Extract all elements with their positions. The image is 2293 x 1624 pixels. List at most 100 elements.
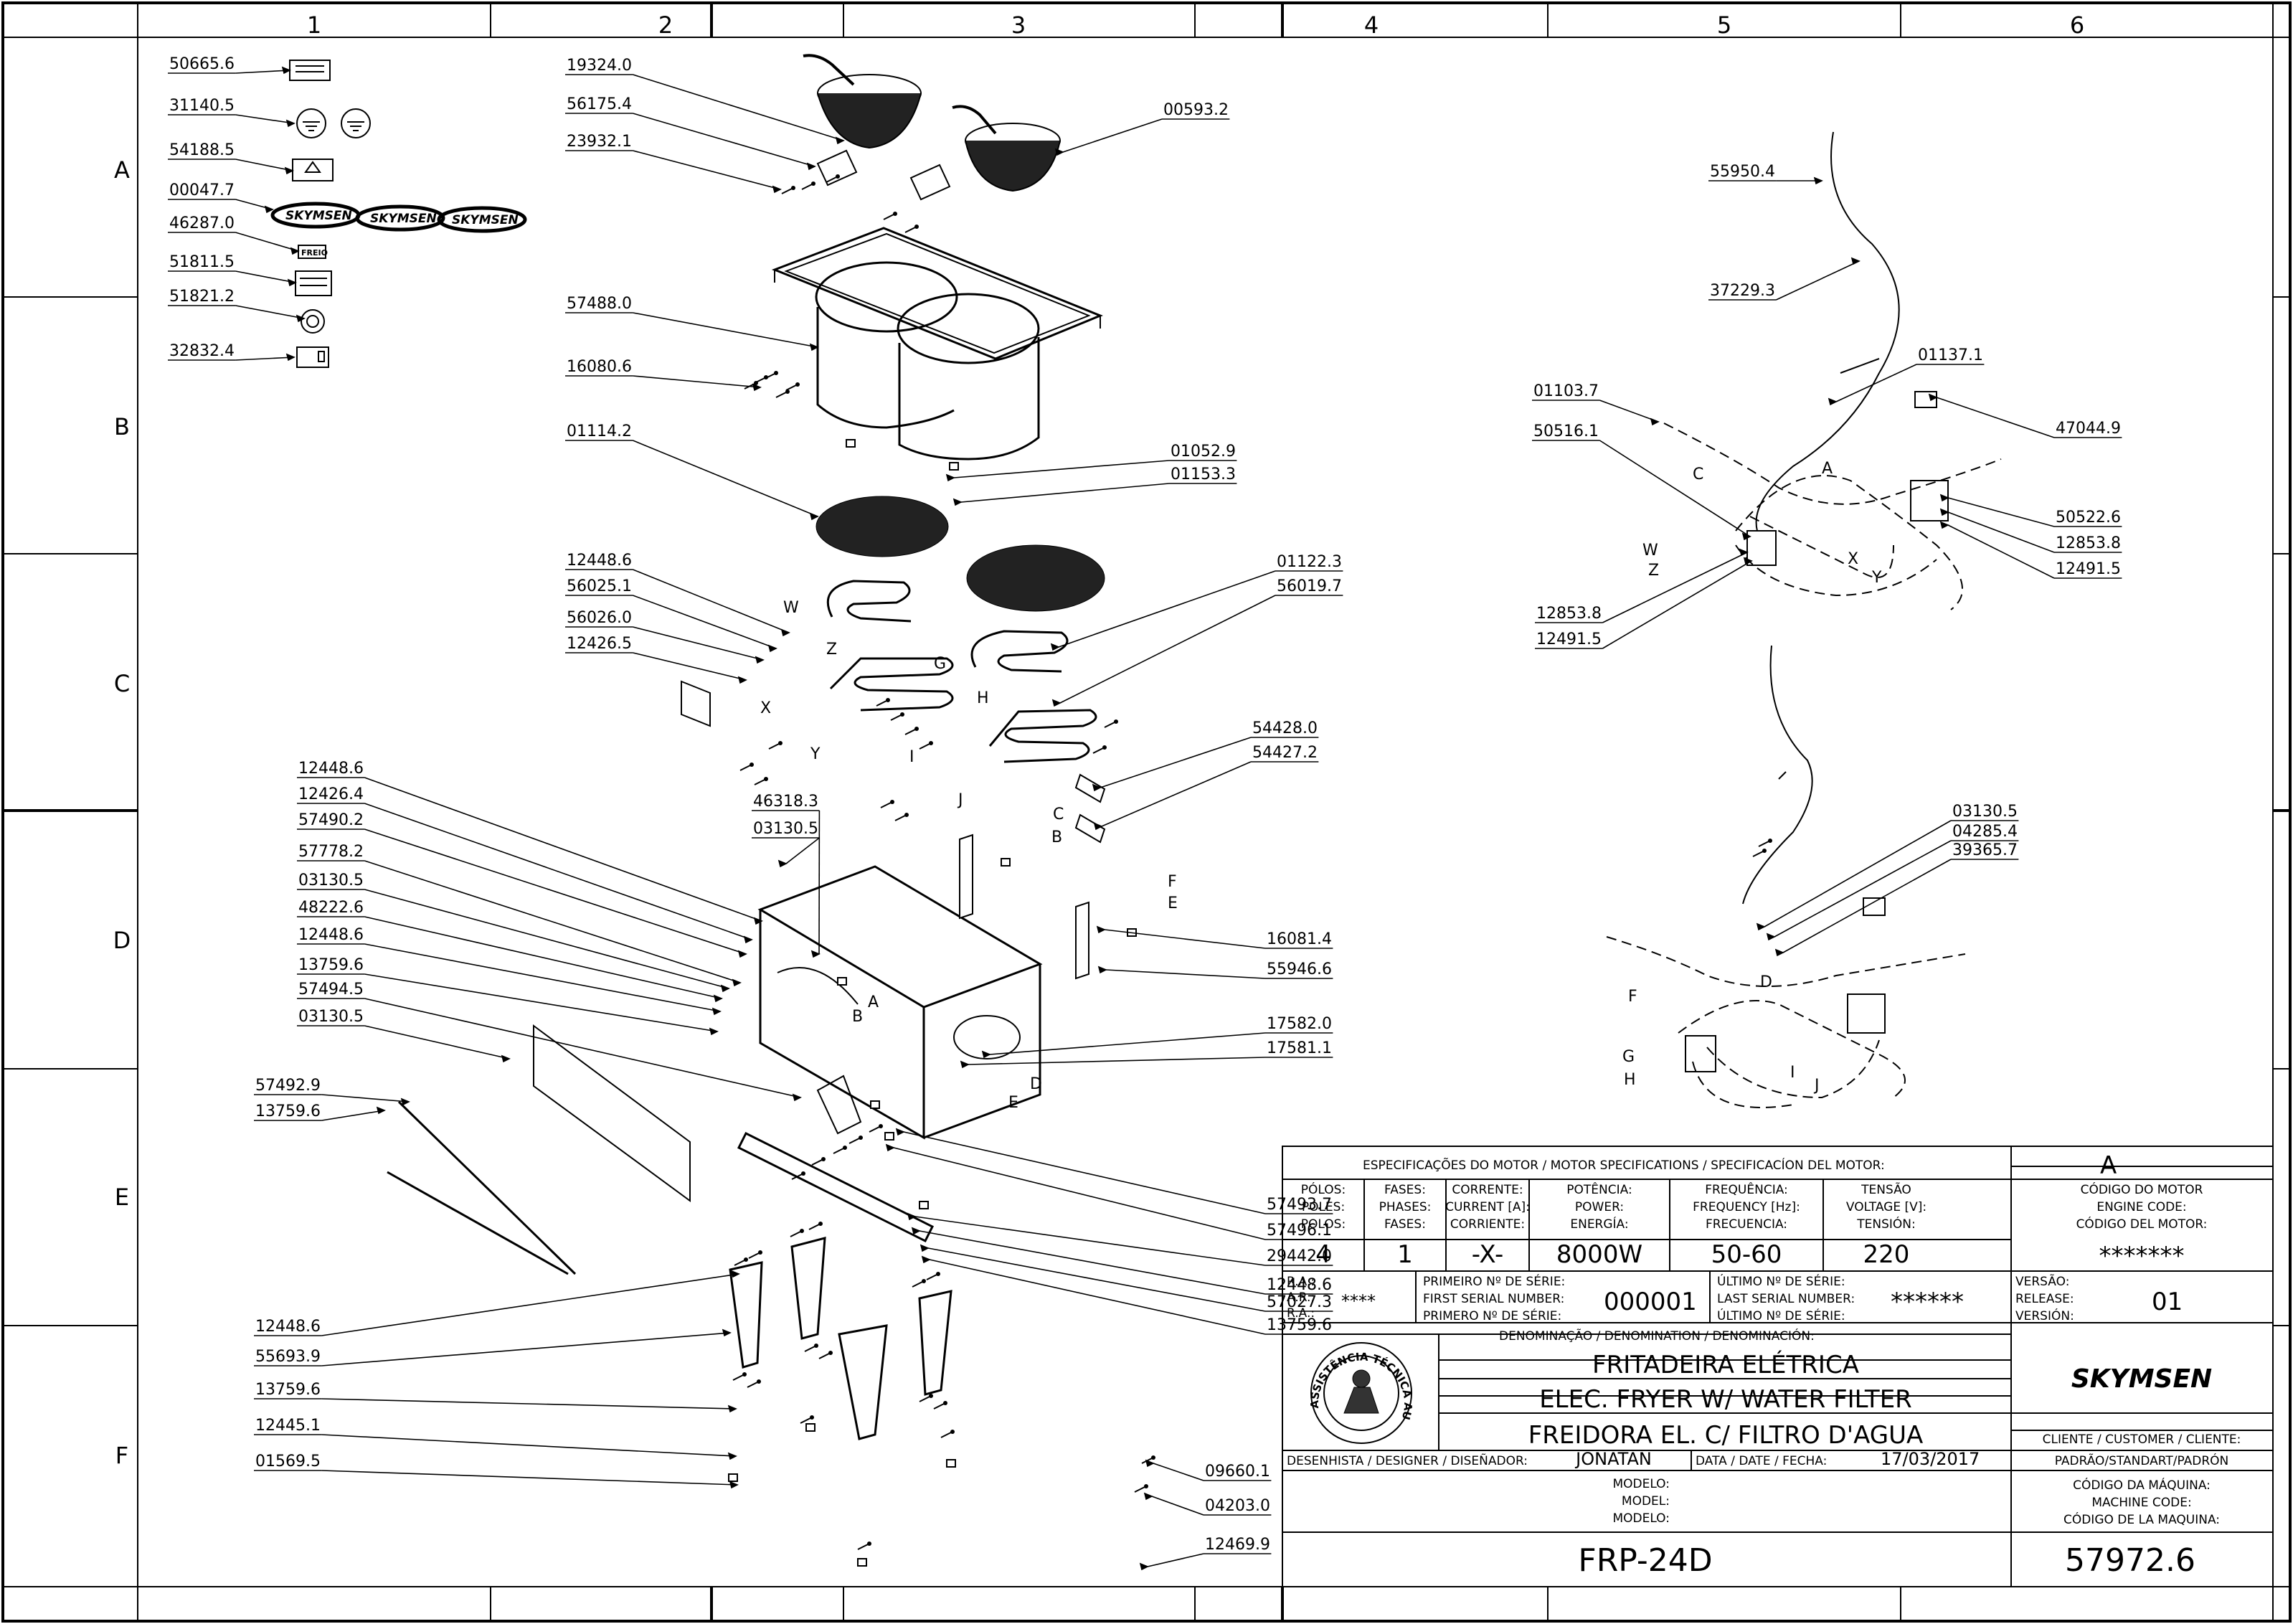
motor-spec-header: ESPECIFICAÇÕES DO MOTOR / MOTOR SPECIFIC… bbox=[1363, 1157, 1885, 1173]
callout-leader bbox=[364, 889, 729, 989]
wire-letter-A: A bbox=[1822, 460, 1833, 478]
callout-arrow bbox=[809, 512, 819, 521]
callout-leader bbox=[1104, 929, 1266, 949]
denomination-es: FREIDORA EL. C/ FILTRO D'AGUA bbox=[1528, 1421, 1923, 1450]
callout-leader bbox=[364, 973, 718, 1032]
zone-column-6: 6 bbox=[2070, 11, 2084, 39]
machine-code-l2: MACHINE CODE: bbox=[2091, 1496, 2191, 1510]
screw-fastener bbox=[811, 1156, 826, 1166]
part-label: 57488.0 bbox=[567, 295, 632, 313]
callout-arrow bbox=[1054, 148, 1064, 156]
callout-leader bbox=[1776, 260, 1860, 301]
callout-arrow bbox=[722, 1328, 732, 1337]
machine-code-l1: CÓDIGO DA MÁQUINA: bbox=[2073, 1477, 2211, 1493]
screw-fastener bbox=[775, 389, 790, 398]
callout-leader bbox=[1153, 1463, 1204, 1481]
wire-letter-G: G bbox=[934, 655, 946, 673]
callout-leader bbox=[1835, 364, 1917, 402]
motor-col-0-l2: POLES: bbox=[1302, 1200, 1345, 1214]
zone-row-A: A bbox=[114, 156, 130, 184]
callout-arrow bbox=[296, 314, 306, 323]
part-label: 57493.7 bbox=[1267, 1196, 1332, 1214]
part-label: 55946.6 bbox=[1267, 960, 1332, 978]
callout-arrow bbox=[777, 859, 788, 868]
callout-leader bbox=[364, 943, 721, 1012]
motor-col-3-l2: POWER: bbox=[1575, 1200, 1624, 1214]
wire-letter-Y: Y bbox=[1871, 569, 1882, 587]
part-label: 29442.0 bbox=[1267, 1247, 1332, 1265]
fryer-base-housing bbox=[757, 865, 1043, 1140]
designer-value: JONATAN bbox=[1574, 1449, 1652, 1469]
callout-arrow bbox=[732, 978, 742, 987]
part-label: 54188.5 bbox=[169, 141, 235, 159]
callout-leader bbox=[235, 159, 293, 171]
callout-leader bbox=[633, 375, 761, 388]
date-label: DATA / DATE / FECHA: bbox=[1696, 1454, 1827, 1468]
screw-fastener bbox=[1104, 719, 1119, 728]
engine-code-value: ******* bbox=[2099, 1242, 2185, 1270]
version-l2: RELEASE: bbox=[2015, 1292, 2074, 1306]
callout-leader bbox=[235, 114, 295, 124]
callout-leader bbox=[321, 1332, 731, 1366]
callout-arrow bbox=[737, 950, 747, 958]
basket-hooks bbox=[816, 149, 951, 201]
model-l1: MODELO: bbox=[1612, 1477, 1670, 1491]
callout-arrow bbox=[895, 1128, 905, 1136]
zone-row-D: D bbox=[113, 927, 131, 954]
screw-fastener bbox=[801, 181, 816, 190]
wire-letter-W: W bbox=[783, 599, 799, 617]
model-l3: MODELO: bbox=[1612, 1511, 1670, 1526]
callout-arrow bbox=[285, 119, 296, 128]
callout-leader bbox=[1151, 1496, 1204, 1516]
callout-leader bbox=[1059, 595, 1276, 704]
screw-fastener bbox=[818, 1350, 833, 1359]
callout-leader bbox=[321, 1434, 737, 1457]
callout-leader bbox=[1599, 400, 1659, 422]
callout-leader bbox=[960, 483, 1170, 503]
last-serial-l1: ÚLTIMO Nº DE SÉRIE: bbox=[1717, 1273, 1845, 1289]
callout-arrow bbox=[952, 498, 963, 506]
callout-arrow bbox=[1939, 494, 1949, 502]
wire-letter-H: H bbox=[977, 689, 989, 707]
callout-arrow bbox=[713, 994, 723, 1003]
wire-letter-J: J bbox=[957, 791, 963, 809]
motor-col-2-l2: CURRENT [A]: bbox=[1445, 1200, 1530, 1214]
screw-fastener bbox=[732, 1372, 747, 1381]
part-label: 12853.8 bbox=[2056, 534, 2121, 552]
callout-leader bbox=[1100, 737, 1252, 788]
part-label: 23932.1 bbox=[567, 133, 632, 151]
callout-arrow bbox=[1093, 822, 1103, 831]
part-label: 09660.1 bbox=[1205, 1463, 1270, 1481]
motor-col-3-l1: POTÊNCIA: bbox=[1566, 1181, 1632, 1197]
callout-leader bbox=[633, 312, 818, 348]
part-label: 56026.0 bbox=[567, 609, 632, 627]
callout-leader bbox=[919, 1230, 1266, 1295]
callout-arrow bbox=[1928, 393, 1938, 402]
brand-logo: SKYMSEN bbox=[2071, 1364, 2212, 1394]
nut-fastener bbox=[1001, 858, 1011, 867]
zone-column-2: 2 bbox=[658, 11, 673, 39]
callout-leader bbox=[235, 232, 299, 252]
part-label: 57490.2 bbox=[298, 811, 364, 829]
part-label: 13759.6 bbox=[1267, 1316, 1332, 1334]
callout-arrow bbox=[752, 383, 762, 392]
part-label: 31140.5 bbox=[169, 97, 235, 115]
callout-arrow bbox=[907, 1212, 917, 1221]
part-label: 01569.5 bbox=[255, 1453, 321, 1470]
screw-fastener bbox=[926, 1271, 941, 1280]
callout-leader bbox=[1058, 570, 1276, 648]
part-label: 12491.5 bbox=[1536, 631, 1602, 648]
callout-arrow bbox=[780, 628, 790, 637]
callout-leader bbox=[321, 1110, 385, 1121]
callout-leader bbox=[1774, 840, 1952, 938]
callout-leader bbox=[235, 270, 296, 283]
motor-col-4-value: 50-60 bbox=[1711, 1240, 1782, 1269]
part-label: 17581.1 bbox=[1267, 1039, 1332, 1057]
callout-arrow bbox=[1774, 948, 1784, 957]
nut-fastener bbox=[846, 439, 856, 448]
denomination-header: DENOMINAÇÃO / DENOMINATION / DENOMINACIÓ… bbox=[1499, 1328, 1815, 1344]
callout-arrow bbox=[709, 1027, 719, 1036]
callout-leader bbox=[968, 1057, 1266, 1065]
last-serial-l2: LAST SERIAL NUMBER: bbox=[1717, 1292, 1855, 1306]
